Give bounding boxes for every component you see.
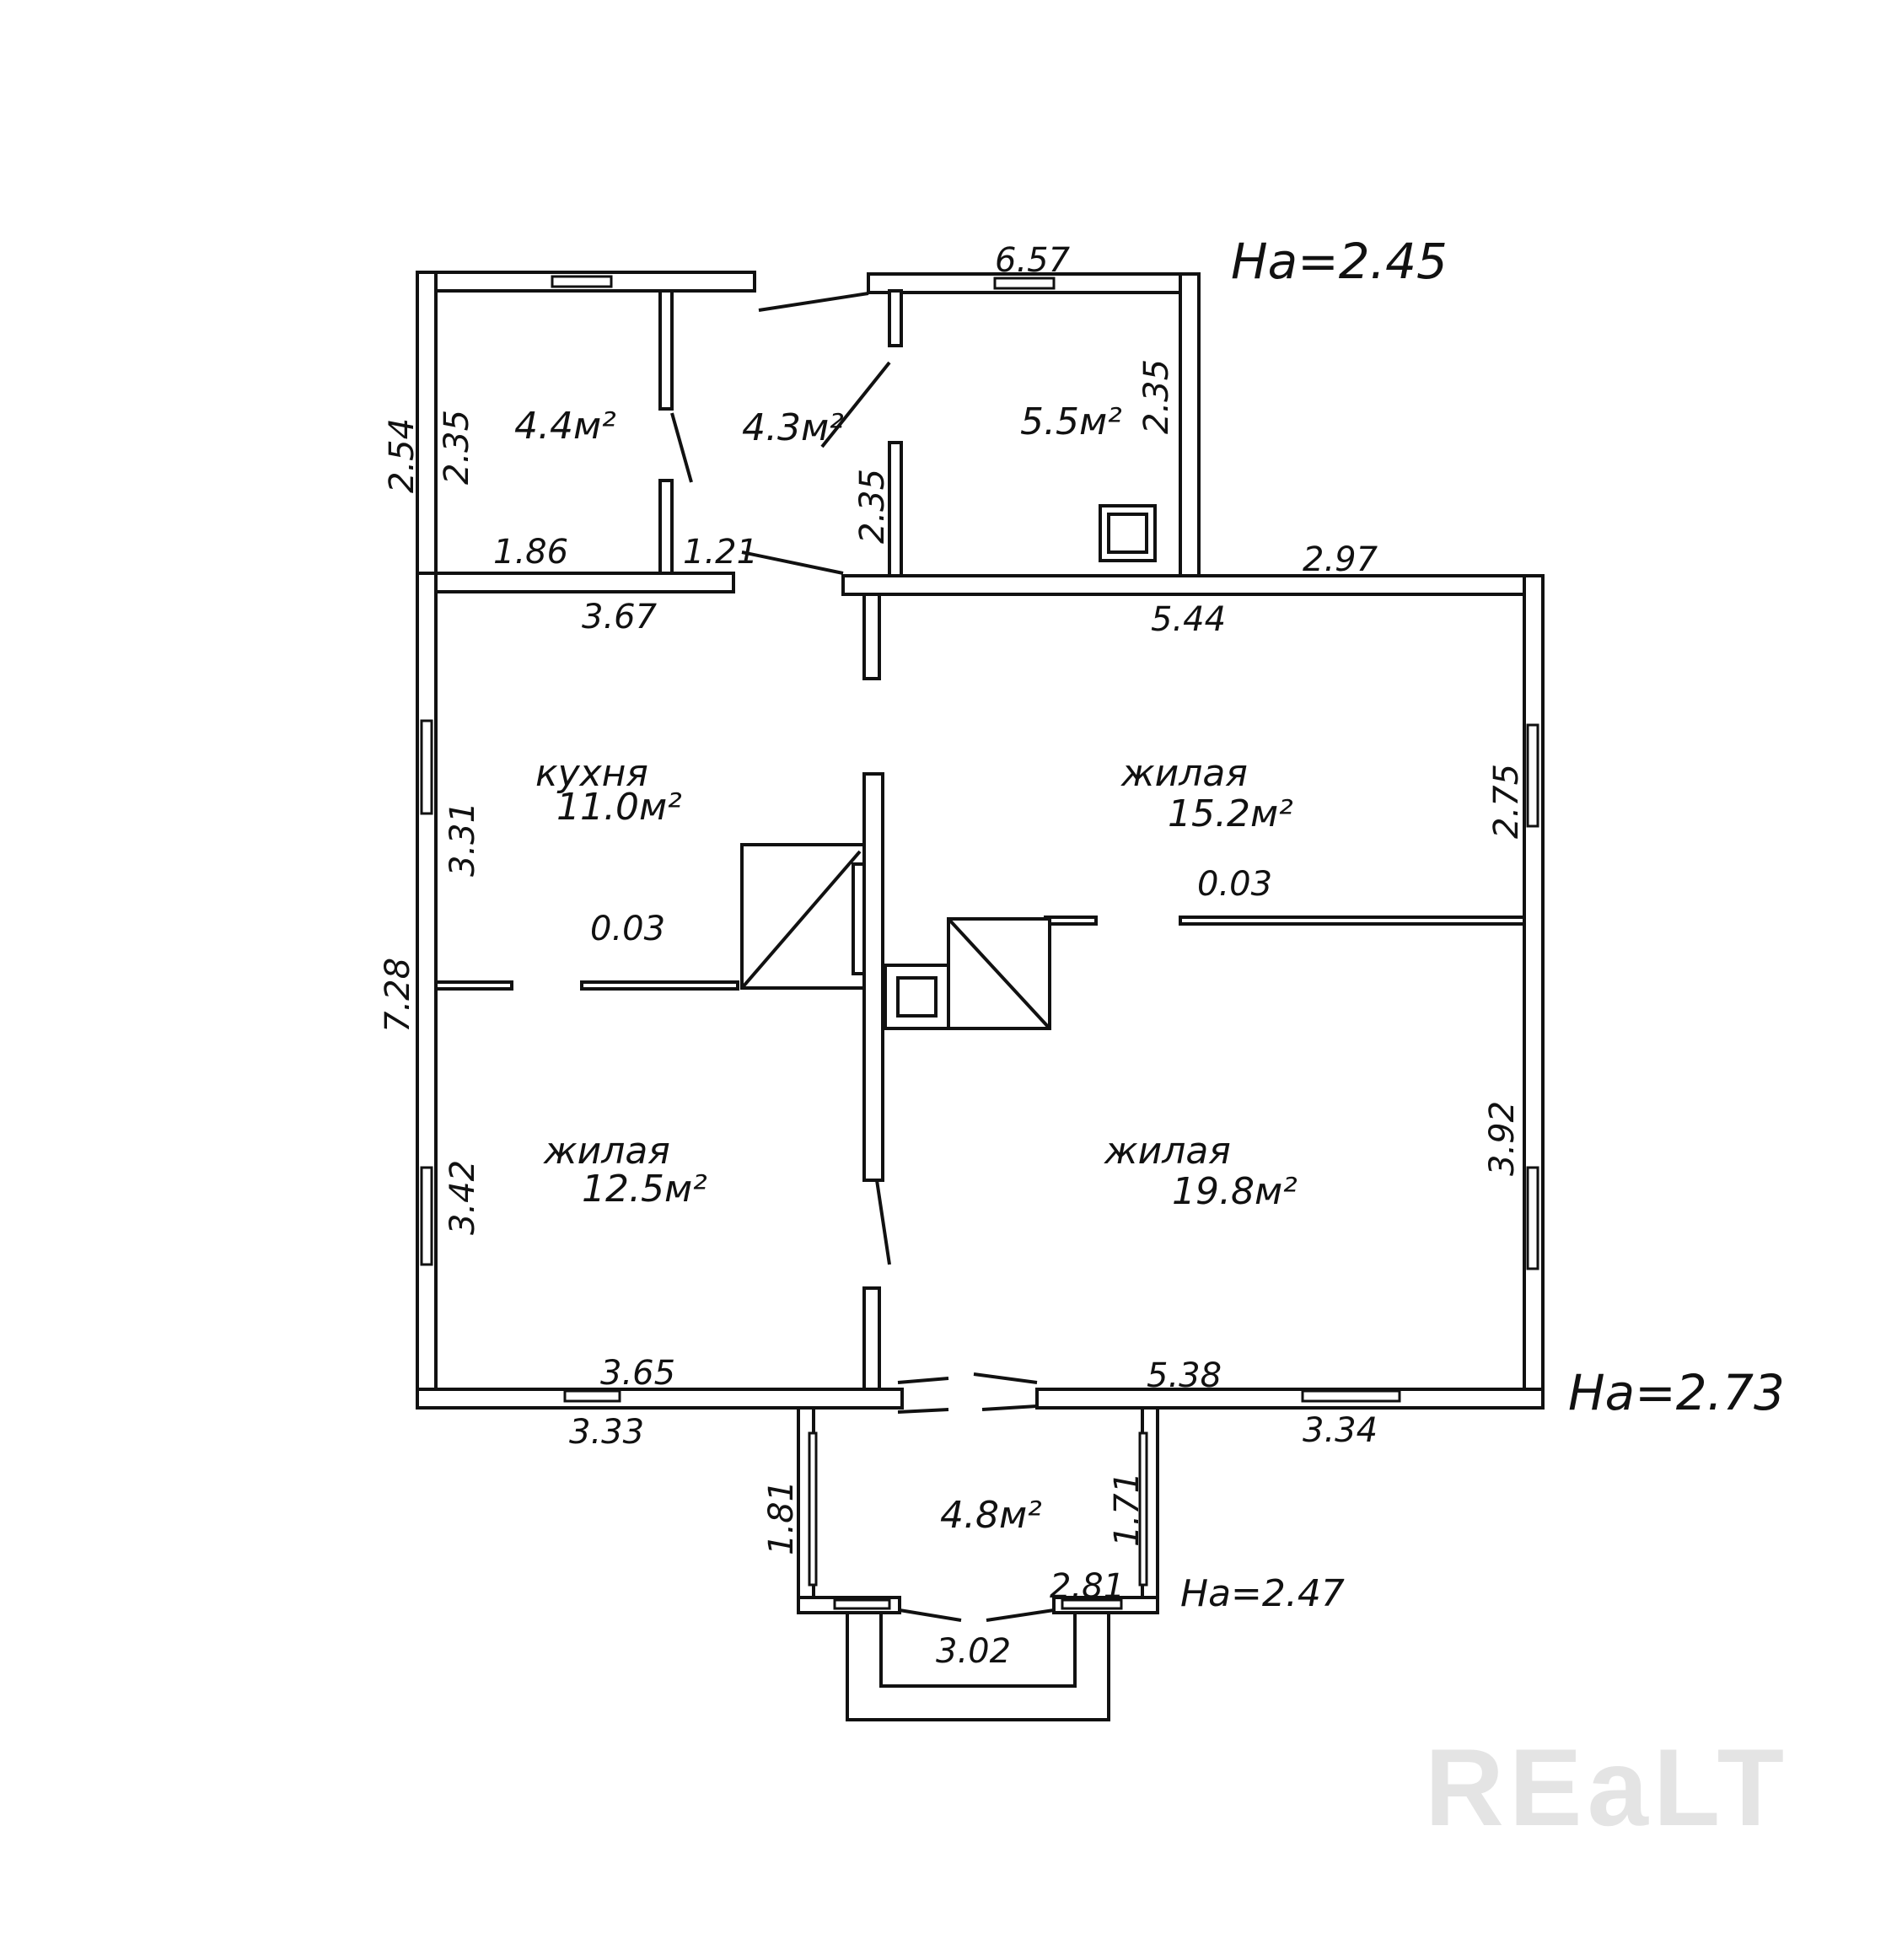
dim-2-35-left: 2.35 — [438, 410, 476, 485]
dim-6-57: 6.57 — [995, 241, 1071, 280]
dim-3-31: 3.31 — [443, 802, 482, 877]
dim-2-35-mid: 2.35 — [853, 469, 892, 544]
living-room-name-3: жилая — [1104, 1130, 1231, 1173]
living-room-area-12-5: 12.5м² — [582, 1168, 707, 1211]
height-porch: Hа=2.47 — [1180, 1572, 1345, 1615]
dim-2-54: 2.54 — [383, 418, 422, 493]
dim-5-38: 5.38 — [1147, 1356, 1222, 1395]
porch-area: 4.8м² — [940, 1494, 1042, 1537]
annex-walls — [416, 271, 1201, 579]
height-labels: Hа=2.45 Hа=2.73 Hа=2.47 — [1180, 233, 1785, 1615]
kitchen-area: 11.0м² — [556, 786, 682, 829]
height-main: Hа=2.73 — [1568, 1364, 1785, 1421]
dim-3-42: 3.42 — [443, 1160, 482, 1235]
dim-0-03-right: 0.03 — [1197, 865, 1272, 904]
dim-3-34: 3.34 — [1303, 1411, 1378, 1450]
room-area-4-3: 4.3м² — [742, 406, 844, 449]
living-room-name-2: жилая — [543, 1130, 670, 1173]
dim-3-33: 3.33 — [569, 1413, 644, 1452]
height-annex: Hа=2.45 — [1231, 233, 1448, 290]
room-area-5-5: 5.5м² — [1020, 400, 1122, 443]
realt-watermark: REaLT — [1425, 1726, 1789, 1849]
dim-2-35-right: 2.35 — [1137, 359, 1176, 434]
dimension-labels: 6.57 1.86 1.21 2.97 3.67 5.44 0.03 0.03 … — [379, 241, 1526, 1671]
dim-1-86: 1.86 — [493, 533, 568, 572]
kitchen-name: кухня — [535, 752, 648, 795]
dim-3-67: 3.67 — [582, 598, 658, 636]
living-room-area-15-2: 15.2м² — [1168, 792, 1293, 835]
dim-7-28: 7.28 — [379, 958, 417, 1033]
room-area-4-4: 4.4м² — [514, 405, 616, 448]
dim-1-21: 1.21 — [683, 533, 758, 572]
dim-1-81: 1.81 — [762, 1480, 801, 1555]
dim-2-97: 2.97 — [1303, 540, 1378, 579]
dim-5-44: 5.44 — [1151, 600, 1226, 639]
dim-3-02: 3.02 — [936, 1632, 1011, 1671]
living-room-name-1: жилая — [1120, 752, 1248, 795]
dim-3-65: 3.65 — [600, 1354, 675, 1393]
stove — [740, 843, 1051, 1030]
room-labels: 4.4м² 4.3м² 5.5м² кухня 11.0м² жилая 15.… — [514, 400, 1298, 1537]
dim-3-92: 3.92 — [1483, 1101, 1522, 1176]
dim-0-03-left: 0.03 — [590, 910, 665, 948]
dim-2-75: 2.75 — [1487, 764, 1526, 839]
dim-1-71: 1.71 — [1108, 1472, 1147, 1547]
living-room-area-19-8: 19.8м² — [1172, 1170, 1298, 1213]
main-walls — [416, 572, 1545, 1414]
dim-2-81: 2.81 — [1050, 1567, 1125, 1606]
porch-walls — [797, 1406, 1159, 1721]
